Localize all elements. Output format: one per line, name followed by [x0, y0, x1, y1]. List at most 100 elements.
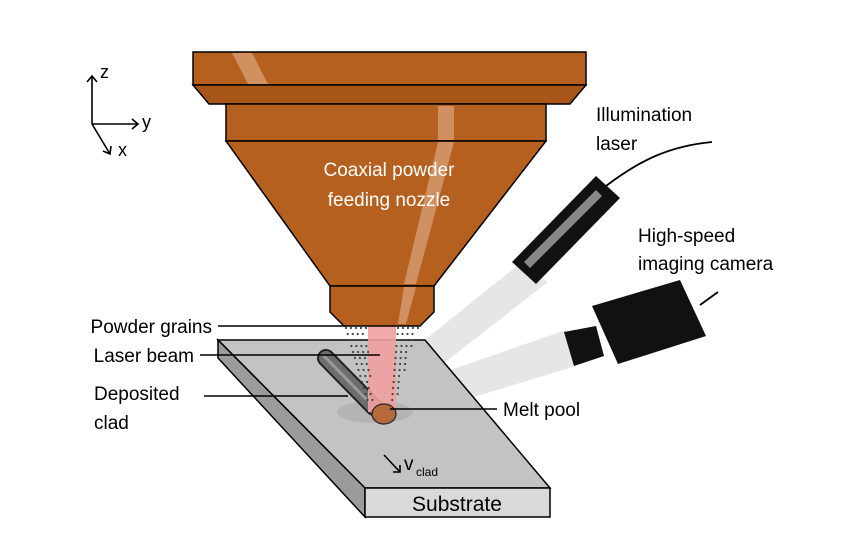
substrate-label: Substrate: [412, 493, 502, 516]
powder-grain-dot: [396, 392, 399, 396]
powder-grain-dot: [396, 326, 400, 330]
nozzle-flange: [191, 84, 588, 105]
camera-label-line1: High-speed: [638, 226, 735, 247]
coordinate-axes: z y x: [86, 62, 151, 160]
powder-grain-dot: [344, 326, 348, 330]
melt-pool: [371, 403, 397, 425]
powder-grain-dot: [369, 374, 372, 378]
velocity-arrow-line: [383, 454, 401, 473]
powder-grain-dot: [363, 356, 366, 360]
powder-grain-dot: [348, 338, 351, 342]
powder-grain-dot: [405, 338, 409, 342]
powder-grain-dot: [391, 392, 394, 396]
powder-grain-dot: [410, 338, 414, 342]
powder-grain-dot: [400, 344, 403, 348]
camera-cable: [699, 291, 719, 306]
powder-grain-dot: [362, 386, 365, 390]
powder-grain-dot: [394, 362, 397, 366]
powder-grain-dot: [362, 368, 365, 372]
powder-grain-dot: [398, 368, 401, 372]
powder-grain-dot: [395, 350, 398, 354]
powder-grain-dot: [353, 338, 356, 342]
nozzle-highlight-left: [232, 53, 268, 84]
deposited-clad-label-line2: clad: [94, 413, 129, 434]
illumination-laser: [512, 141, 713, 284]
powder-grain-dot: [366, 380, 369, 384]
nozzle-middle: [225, 103, 547, 142]
powder-grain-dot: [356, 332, 359, 336]
melt-pool-label: Melt pool: [503, 400, 580, 421]
powder-grain-dot: [364, 326, 368, 330]
velocity-label: v: [404, 454, 414, 475]
powder-grain-dot: [371, 398, 374, 402]
camera-label-line2: imaging camera: [638, 254, 774, 275]
powder-grain-dot: [392, 386, 395, 390]
powder-grain-dot: [365, 344, 368, 348]
illumination-label-line2: laser: [596, 134, 638, 155]
nozzle-label-line1: Coaxial powder: [324, 160, 456, 181]
powder-grain-dot: [391, 398, 394, 402]
powder-grain-dot: [401, 326, 405, 330]
powder-grain-dot: [404, 356, 407, 360]
laser-beam: [368, 325, 396, 412]
x-axis: [91, 123, 111, 155]
powder-grain-dot: [397, 380, 400, 384]
powder-grain-dot: [349, 326, 353, 330]
laser-beam-label: Laser beam: [94, 346, 194, 367]
powder-grain-dot: [392, 380, 395, 384]
x-axis-head: [102, 145, 112, 156]
camera-lens: [564, 326, 604, 366]
powder-grain-dot: [393, 368, 396, 372]
powder-grain-dot: [369, 392, 372, 396]
clad-velocity: v clad: [383, 454, 438, 479]
y-axis-label: y: [142, 112, 151, 132]
powder-grain-dot: [397, 386, 400, 390]
powder-grain-dot: [357, 350, 360, 354]
powder-grain-dot: [366, 398, 369, 402]
powder-grain-dot: [365, 362, 368, 366]
powder-grain-dot: [350, 344, 353, 348]
powder-grain-dot: [405, 350, 408, 354]
powder-grain-dot: [364, 392, 367, 396]
powder-grain-dot: [398, 374, 401, 378]
z-axis-head: [86, 74, 98, 83]
powder-grain-dot: [351, 332, 354, 336]
high-speed-camera: [564, 280, 719, 366]
powder-grain-dot: [411, 326, 415, 330]
powder-grain-dot: [361, 332, 364, 336]
powder-grain-dot: [403, 368, 406, 372]
x-axis-label: x: [118, 140, 127, 160]
y-axis-head: [131, 118, 140, 130]
powder-grain-dot: [358, 356, 361, 360]
powder-grain-dot: [363, 338, 366, 342]
powder-grain-dot: [416, 326, 420, 330]
powder-grain-dot: [400, 338, 404, 342]
powder-grain-dot: [360, 344, 363, 348]
powder-grain-dot: [352, 350, 355, 354]
powder-grain-dot: [399, 356, 402, 360]
powder-grain-dot: [395, 338, 399, 342]
powder-grain-dot: [396, 332, 399, 336]
powder-grain-dot: [358, 338, 361, 342]
nozzle-label-line2: feeding nozzle: [328, 190, 451, 211]
powder-grain-dot: [354, 326, 358, 330]
powder-grain-dot: [360, 362, 363, 366]
powder-grain-dot: [411, 332, 414, 336]
powder-grain-dot: [367, 350, 370, 354]
powder-grain-dot: [401, 332, 404, 336]
powder-grains-label: Powder grains: [91, 317, 212, 338]
velocity-subscript: clad: [416, 465, 438, 479]
powder-grain-dot: [405, 344, 408, 348]
powder-grain-dot: [395, 344, 398, 348]
illumination-cable: [605, 141, 713, 187]
powder-grain-dot: [346, 332, 349, 336]
powder-grain-dot: [359, 326, 363, 330]
deposited-clad-label-line1: Deposited: [94, 384, 180, 405]
substrate-front-face: [364, 487, 551, 518]
velocity-arrow-head: [393, 465, 401, 473]
powder-grain-dot: [355, 362, 358, 366]
nozzle-tip: [329, 285, 435, 327]
powder-grain-dot: [406, 332, 409, 336]
powder-grains: [344, 326, 420, 402]
